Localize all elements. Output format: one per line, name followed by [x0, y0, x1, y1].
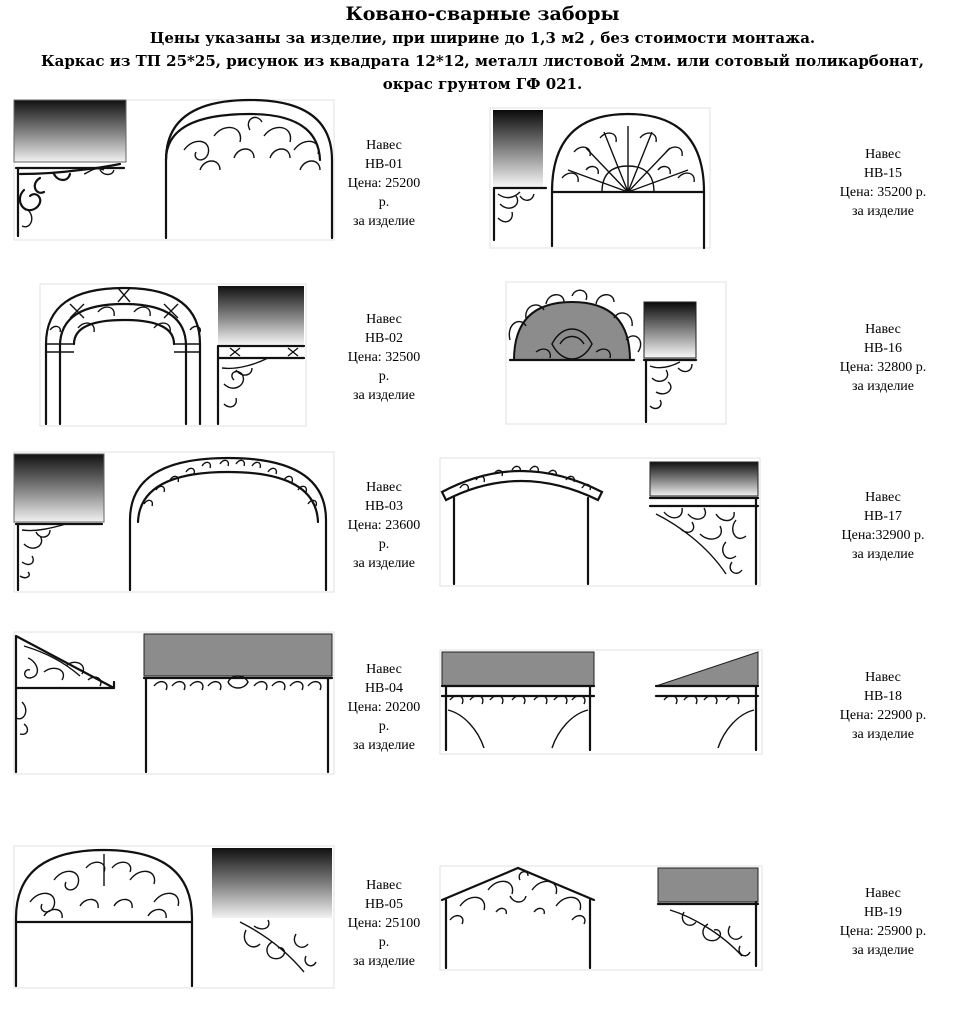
item-per: за изделие	[851, 943, 915, 958]
item-type: Навес	[865, 322, 901, 337]
page-title: Ковано-сварные заборы	[345, 3, 620, 25]
item-code: НВ-01	[364, 157, 404, 172]
canopy-drawing-nv05	[13, 845, 335, 989]
item-code: НВ-15	[863, 166, 903, 181]
canopy-drawing-nv04	[13, 631, 335, 775]
item-type: Навес	[366, 480, 402, 495]
item-per: за изделие	[851, 547, 915, 562]
canopy-drawing-nv18	[439, 649, 763, 755]
canopy-drawing-nv03	[13, 451, 335, 593]
item-currency: р.	[378, 369, 390, 384]
price-label-nv18: Навес НВ-18 Цена: 22900 р. за изделие	[830, 668, 936, 744]
item-price: Цена: 20200	[347, 700, 421, 715]
item-currency: р.	[378, 935, 390, 950]
item-price: Цена: 35200 р.	[839, 185, 927, 200]
canopy-drawing-nv17	[439, 457, 761, 587]
subtitle-line-2: Каркас из ТП 25*25, рисунок из квадрата …	[40, 52, 925, 70]
item-code: НВ-16	[863, 341, 903, 356]
item-code: НВ-03	[364, 499, 404, 514]
item-type: Навес	[865, 147, 901, 162]
price-label-nv01: Навес НВ-01 Цена: 25200 р. за изделие	[338, 136, 430, 231]
item-code: НВ-19	[863, 905, 903, 920]
item-price: Цена: 23600	[347, 518, 421, 533]
item-price: Цена: 32800 р.	[839, 360, 927, 375]
price-label-nv16: Навес НВ-16 Цена: 32800 р. за изделие	[830, 320, 936, 396]
item-code: НВ-05	[364, 897, 404, 912]
price-label-nv04: Навес НВ-04 Цена: 20200 р. за изделие	[338, 660, 430, 755]
item-price: Цена: 25100	[347, 916, 421, 931]
item-price: Цена: 25200	[347, 176, 421, 191]
canopy-drawing-nv19	[439, 865, 763, 971]
canopy-drawing-nv15	[489, 107, 711, 250]
price-label-nv02: Навес НВ-02 Цена: 32500 р. за изделие	[338, 310, 430, 405]
item-price: Цена: 25900 р.	[839, 924, 927, 939]
item-per: за изделие	[352, 214, 416, 229]
price-label-nv17: Навес НВ-17 Цена:32900 р. за изделие	[830, 488, 936, 564]
item-currency: р.	[378, 537, 390, 552]
canopy-drawing-nv02	[39, 283, 307, 427]
item-type: Навес	[865, 490, 901, 505]
item-per: за изделие	[352, 738, 416, 753]
item-type: Навес	[366, 878, 402, 893]
item-per: за изделие	[352, 388, 416, 403]
subtitle-line-1: Цены указаны за изделие, при ширине до 1…	[149, 29, 816, 47]
item-code: НВ-17	[863, 509, 903, 524]
item-per: за изделие	[352, 556, 416, 571]
item-currency: р.	[378, 719, 390, 734]
item-price: Цена: 22900 р.	[839, 708, 927, 723]
item-per: за изделие	[352, 954, 416, 969]
item-price: Цена:32900 р.	[841, 528, 925, 543]
item-per: за изделие	[851, 379, 915, 394]
item-type: Навес	[366, 662, 402, 677]
item-type: Навес	[865, 670, 901, 685]
item-type: Навес	[366, 138, 402, 153]
item-type: Навес	[366, 312, 402, 327]
item-price: Цена: 32500	[347, 350, 421, 365]
price-label-nv19: Навес НВ-19 Цена: 25900 р. за изделие	[830, 884, 936, 960]
item-type: Навес	[865, 886, 901, 901]
item-currency: р.	[378, 195, 390, 210]
subtitle-line-3: окрас грунтом ГФ 021.	[382, 75, 583, 93]
item-per: за изделие	[851, 204, 915, 219]
item-code: НВ-18	[863, 689, 903, 704]
item-code: НВ-02	[364, 331, 404, 346]
canopy-drawing-nv01	[13, 98, 335, 241]
price-label-nv05: Навес НВ-05 Цена: 25100 р. за изделие	[338, 876, 430, 971]
price-label-nv15: Навес НВ-15 Цена: 35200 р. за изделие	[830, 145, 936, 221]
canopy-drawing-nv16	[505, 281, 727, 425]
price-label-nv03: Навес НВ-03 Цена: 23600 р. за изделие	[338, 478, 430, 573]
item-code: НВ-04	[364, 681, 404, 696]
item-per: за изделие	[851, 727, 915, 742]
